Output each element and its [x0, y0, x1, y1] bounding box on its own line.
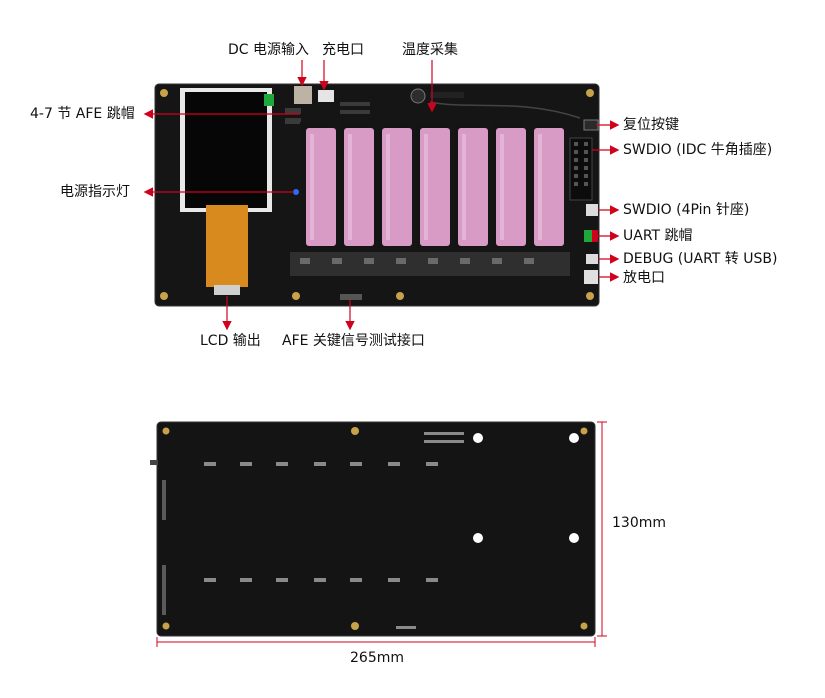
battery-icon — [300, 122, 336, 248]
battery-pack — [300, 122, 564, 248]
lcd-screen-icon — [180, 88, 274, 295]
battery-icon — [492, 122, 526, 248]
logo-mark — [410, 88, 426, 104]
label-uart-jumper: UART 跳帽 — [623, 228, 693, 244]
label-discharge-port: 放电口 — [623, 270, 665, 286]
label-reset-button: 复位按键 — [623, 117, 679, 133]
label-dc-input: DC 电源输入 — [228, 42, 310, 58]
battery-icon — [530, 122, 564, 248]
label-lcd-output: LCD 输出 — [200, 333, 261, 349]
dimension-height: 130mm — [612, 515, 666, 531]
label-afe-test: AFE 关键信号测试接口 — [282, 333, 425, 349]
bottom-board — [150, 421, 596, 637]
dc-jack — [294, 86, 312, 104]
label-afe-jumper: 4-7 节 AFE 跳帽 — [30, 106, 135, 122]
label-debug-uart: DEBUG (UART 转 USB) — [623, 251, 778, 267]
label-temp-sampling: 温度采集 — [402, 42, 458, 58]
battery-icon — [416, 122, 450, 248]
top-board — [154, 83, 600, 307]
idc-header — [569, 137, 593, 201]
afe-test-header — [340, 294, 362, 300]
label-swdio-4pin: SWDIO (4Pin 针座) — [623, 202, 750, 218]
reset-button — [583, 119, 599, 131]
dimension-lines — [156, 421, 607, 647]
label-charge-port: 充电口 — [322, 42, 364, 58]
swdio-4pin-header — [586, 204, 598, 216]
label-power-led: 电源指示灯 — [60, 184, 130, 200]
power-led — [293, 189, 299, 195]
discharge-connector — [584, 270, 598, 284]
battery-icon — [378, 122, 412, 248]
mounting-hole-icon — [160, 89, 594, 300]
annotation-arrows — [143, 60, 620, 331]
debug-usb — [586, 254, 598, 264]
label-swdio-idc: SWDIO (IDC 牛角插座) — [623, 142, 773, 158]
dimension-width: 265mm — [350, 650, 404, 666]
battery-icon — [340, 122, 374, 248]
charge-connector — [318, 90, 334, 102]
battery-icon — [454, 122, 488, 248]
